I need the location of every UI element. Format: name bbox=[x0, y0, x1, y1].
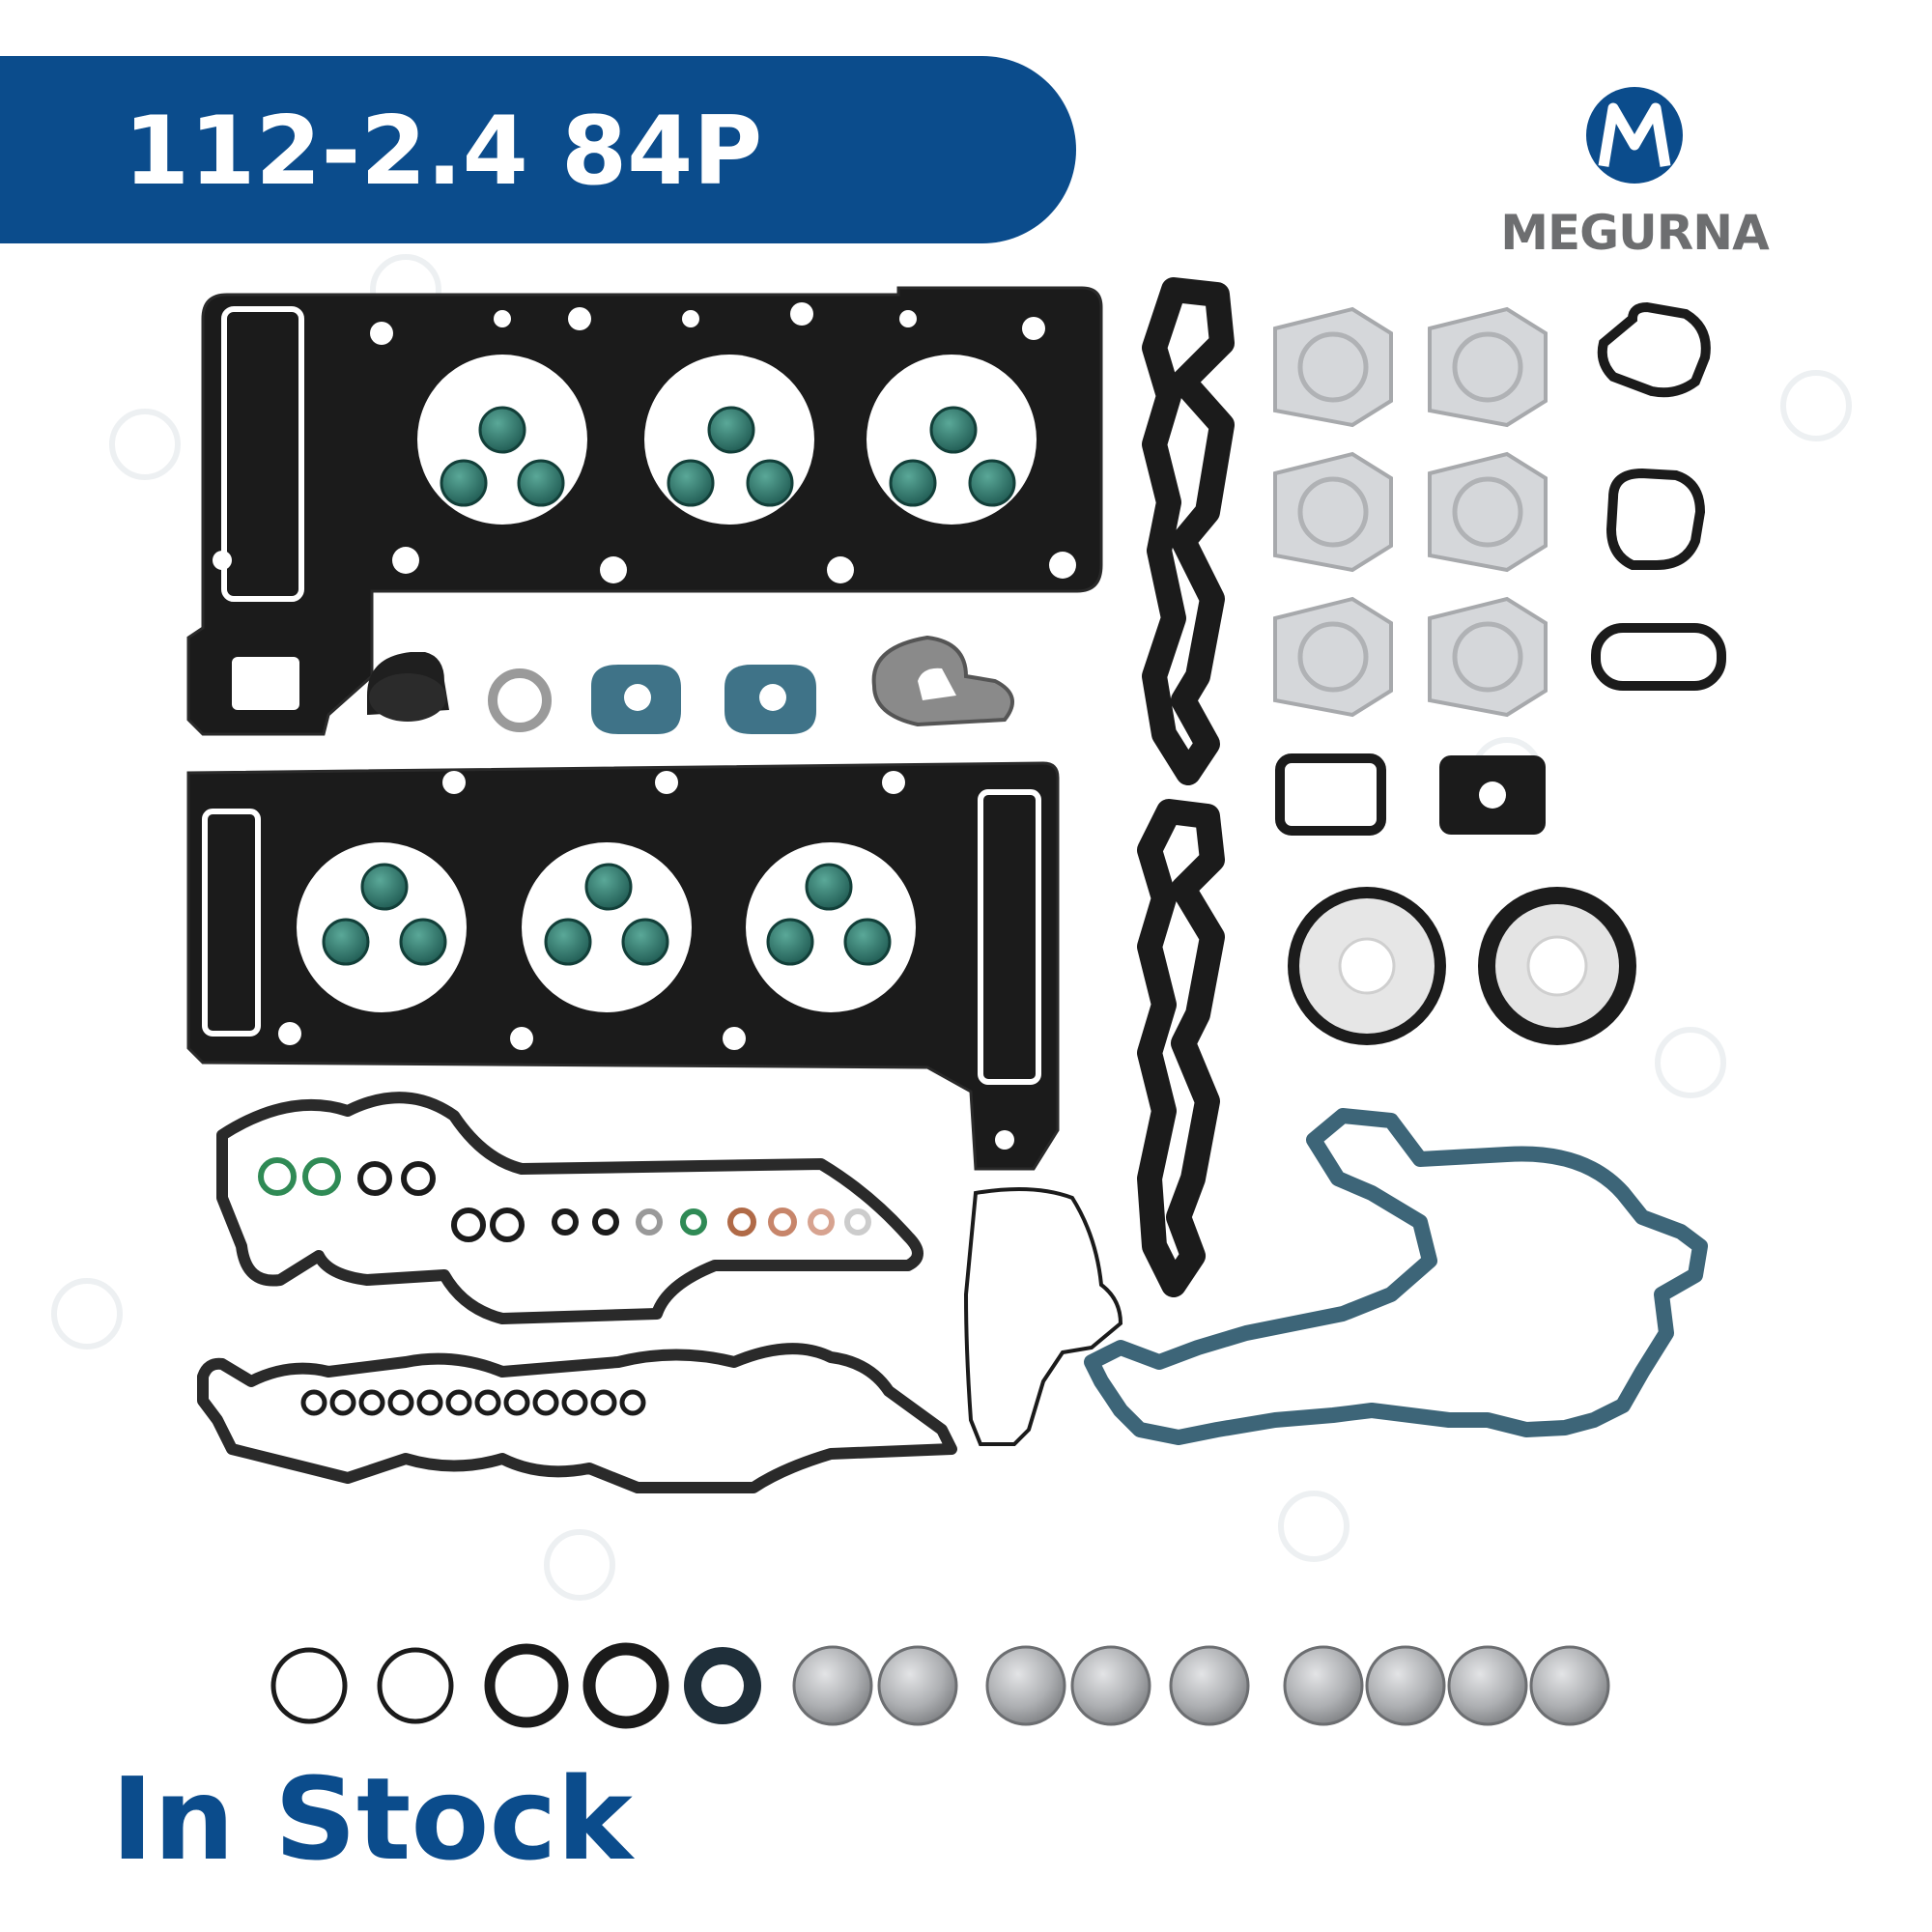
lower-head-gasket bbox=[186, 761, 1060, 1171]
megurna-logo-icon bbox=[1586, 87, 1683, 184]
exhaust-flange-gaskets bbox=[1273, 306, 1548, 718]
right-column-seals bbox=[1275, 301, 1726, 836]
valve-cover-gaskets bbox=[197, 1092, 957, 1493]
bottom-parts-row bbox=[270, 1642, 761, 1729]
water-pump-gasket bbox=[1084, 1108, 1708, 1445]
o-ring-set bbox=[258, 1157, 871, 1242]
valve-stem-seals-lower bbox=[322, 863, 892, 966]
title-banner bbox=[0, 56, 1076, 243]
crankshaft-seals bbox=[1288, 887, 1636, 1045]
wire-seal bbox=[963, 1187, 1123, 1446]
valve-stem-seals-upper bbox=[440, 406, 1016, 507]
stock-status: In Stock bbox=[111, 1752, 633, 1886]
intake-manifold-gaskets bbox=[1137, 277, 1235, 1297]
freeze-plugs bbox=[792, 1645, 1610, 1726]
small-parts-row bbox=[367, 635, 1014, 734]
brand-wordmark: MEGURNA bbox=[1500, 205, 1770, 261]
part-code-title: 112-2.4 84P bbox=[124, 97, 763, 207]
small-o-rings-row bbox=[300, 1389, 646, 1416]
upper-head-gasket bbox=[186, 286, 1103, 736]
